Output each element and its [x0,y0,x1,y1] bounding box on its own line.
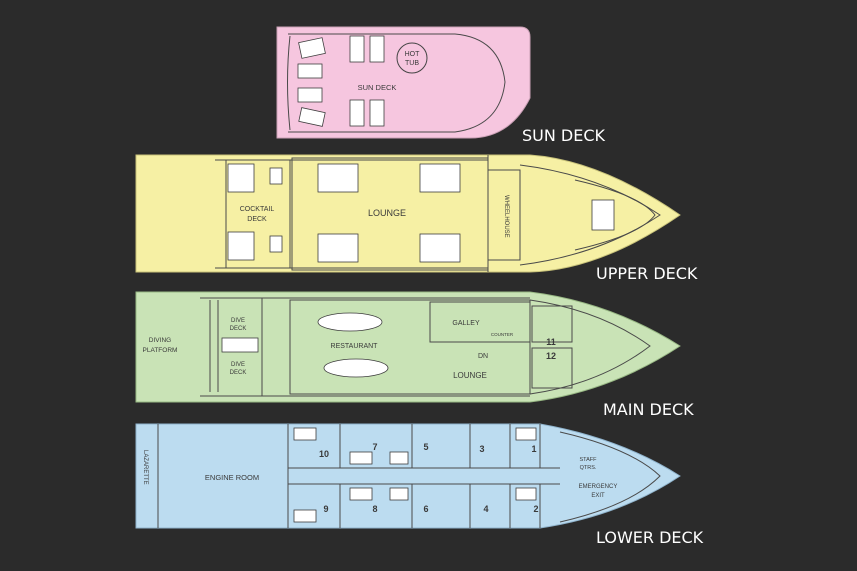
main-deck: DIVING PLATFORM DIVE DECK DIVE DECK REST… [135,291,681,403]
restaurant-label: RESTAURANT [331,343,379,350]
cocktail-label-1: COCKTAIL [240,206,275,213]
cocktail-deck-seating [227,163,283,261]
dive-deck-b-label-2: DECK [230,370,247,376]
cabin-6-label: 6 [423,504,428,514]
main-deck-title: MAIN DECK [603,400,694,419]
dive-deck-a-label-1: DIVE [231,318,245,324]
cabin-9-label: 9 [323,504,328,514]
sun-loungers-center [349,35,385,127]
cabin-1-label: 1 [531,444,536,454]
lower-deck-berths [293,427,537,523]
staff-label-2: QTRS. [580,465,597,471]
upper-deck-title: UPPER DECK [596,264,698,283]
upper-lounge-label: LOUNGE [368,208,406,218]
wheelhouse-label: WHEELHOUSE [503,195,509,238]
cabin-5-label: 5 [423,442,428,452]
emergency-label-2: EXIT [591,493,605,499]
lower-deck: LAZARETTE ENGINE ROOM 10 7 5 3 1 9 8 6 4… [135,423,681,529]
staff-label-1: STAFF [579,457,597,463]
down-stairs-label: DN [478,353,488,360]
diving-label-2: PLATFORM [143,347,178,354]
dive-deck-b-label-1: DIVE [231,362,245,368]
upper-deck: COCKTAIL DECK LOUNGE WHEELHOUSE [135,154,681,273]
lower-deck-title: LOWER DECK [596,528,704,547]
hot-tub-label-1: HOT [405,51,421,58]
hot-tub-label-2: TUB [405,60,419,67]
restaurant-tables [317,312,389,378]
bow-winch [591,199,615,231]
cabin-10-label: 10 [319,449,329,459]
cabin-3-label: 3 [479,444,484,454]
cabin-4-label: 4 [483,504,488,514]
sun-deck-room-label: SUN DECK [358,83,397,92]
lower-deck-hull [135,423,681,529]
engine-room-label: ENGINE ROOM [205,473,259,482]
cocktail-label-2: DECK [247,216,267,223]
dive-tank-rack [221,337,259,353]
sun-deck-title: SUN DECK [522,126,606,145]
cabin-11-label: 11 [546,337,556,347]
cabin-7-label: 7 [372,442,377,452]
cabin-2-label: 2 [533,504,538,514]
main-lounge-label: LOUNGE [453,371,487,380]
sun-deck: HOT TUB SUN DECK [276,26,531,139]
lazarette-label: LAZARETTE [142,450,148,485]
emergency-label-1: EMERGENCY [579,484,618,490]
main-deck-hull [135,291,681,403]
sun-deck-hull [276,26,531,139]
dive-deck-a-label-2: DECK [230,326,247,332]
cabin-12-label: 12 [546,351,556,361]
hot-tub [396,42,428,74]
sun-loungers-left [297,37,326,127]
galley-label: GALLEY [452,320,480,327]
upper-lounge-seating [317,163,461,263]
diving-label-1: DIVING [149,337,171,344]
counter-label: COUNTER [491,332,514,337]
cabin-8-label: 8 [372,504,377,514]
